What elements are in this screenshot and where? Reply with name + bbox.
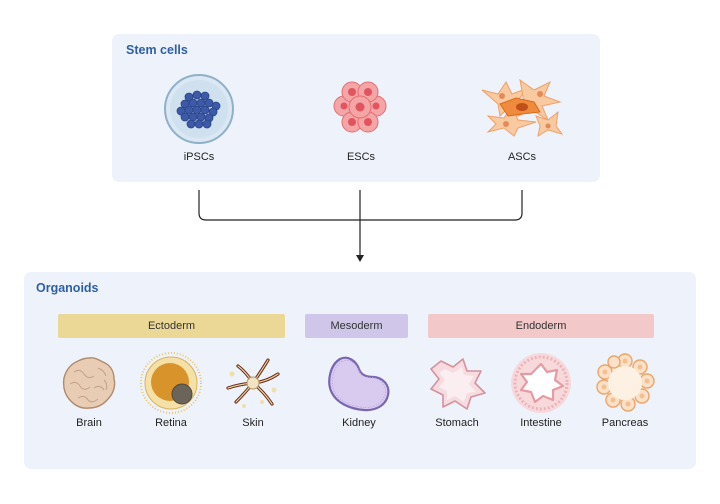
stomach-organoid-icon [430, 358, 486, 410]
pancreas-organoid-icon [596, 353, 655, 412]
esc-cluster-icon [333, 81, 387, 133]
asc-cells-icon [481, 78, 564, 138]
organoids-title: Organoids [36, 281, 99, 295]
skin-label: Skin [242, 417, 264, 429]
kidney-label: Kidney [342, 417, 376, 429]
brain-organoid-icon [62, 357, 116, 409]
retina-organoid-icon [140, 352, 202, 414]
category-mesoderm: Mesoderm [305, 314, 408, 338]
kidney-organoid-icon [328, 356, 390, 412]
ipsc-label: iPSCs [183, 151, 215, 163]
esc-label: ESCs [346, 151, 376, 163]
pancreas-label: Pancreas [601, 417, 649, 429]
intestine-organoid-icon [511, 353, 571, 413]
skin-organoid-icon [226, 358, 280, 408]
stem-cells-title: Stem cells [126, 43, 188, 57]
intestine-label: Intestine [520, 417, 562, 429]
category-ectoderm: Ectoderm [58, 314, 285, 338]
category-endoderm: Endoderm [428, 314, 654, 338]
ipsc-colony-icon [164, 74, 234, 144]
arrow-down-icon [356, 255, 364, 262]
stomach-label: Stomach [435, 417, 479, 429]
asc-label: ASCs [507, 151, 537, 163]
brain-label: Brain [76, 417, 102, 429]
retina-label: Retina [155, 417, 187, 429]
